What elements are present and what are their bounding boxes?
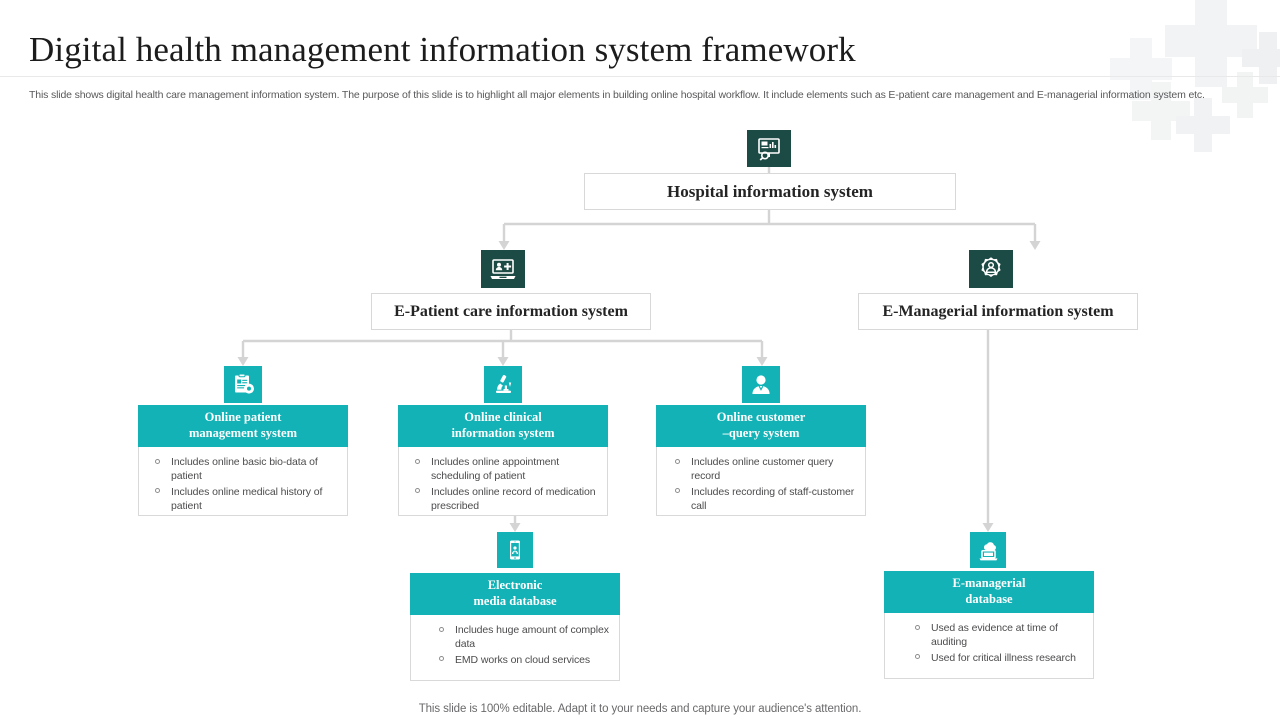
card-bullet-list: Includes online appointment scheduling o… <box>409 455 601 513</box>
card-title-line2: media database <box>473 593 557 608</box>
list-item: EMD works on cloud services <box>433 653 613 667</box>
card-online-patient-management-system[interactable]: Online patient management system Include… <box>138 405 348 516</box>
list-item-text: Includes online record of medication pre… <box>431 485 596 512</box>
gear-user-icon <box>969 250 1013 288</box>
presentation-chart-icon <box>747 130 791 167</box>
card-title-line2: information system <box>451 425 555 440</box>
bullet-icon <box>675 488 680 494</box>
card-title-line1: Online patient <box>204 410 282 424</box>
card-title-line2: database <box>965 591 1013 606</box>
card-bullet-list: Includes online customer query record In… <box>669 455 859 513</box>
list-item-text: Includes huge amount of complex data <box>455 624 609 651</box>
list-item-text: Includes recording of staff-customer cal… <box>691 485 855 512</box>
card-bullet-list: Includes huge amount of complex data EMD… <box>433 623 613 667</box>
microscope-icon <box>484 366 522 403</box>
page-subtitle: This slide shows digital health care man… <box>29 89 1205 101</box>
list-item: Includes recording of staff-customer cal… <box>669 485 859 514</box>
card-bullet-list: Includes online basic bio-data of patien… <box>149 455 341 513</box>
list-item-text: Includes online customer query record <box>691 456 834 483</box>
list-item: Includes online appointment scheduling o… <box>409 455 601 484</box>
card-body: Used as evidence at time of auditing Use… <box>884 613 1094 679</box>
card-body: Includes online customer query record In… <box>656 447 866 516</box>
list-item-text: Includes online basic bio-data of patien… <box>171 456 318 483</box>
card-body: Includes online appointment scheduling o… <box>398 447 608 516</box>
card-electronic-media-database[interactable]: Electronic media database Includes huge … <box>410 573 620 681</box>
list-item-text: EMD works on cloud services <box>455 653 591 666</box>
card-title-line1: Online clinical <box>464 410 542 424</box>
bullet-icon <box>915 624 920 630</box>
laptop-patient-icon <box>481 250 525 288</box>
list-item: Includes online medical history of patie… <box>149 485 341 514</box>
card-emanagerial-database[interactable]: E-managerial database Used as evidence a… <box>884 571 1094 679</box>
list-item: Used for critical illness research <box>909 651 1087 665</box>
bullet-icon <box>439 656 444 662</box>
card-title-line1: Online customer <box>716 410 806 424</box>
list-item: Includes huge amount of complex data <box>433 623 613 652</box>
list-item-text: Used for critical illness research <box>931 651 1076 664</box>
page-title: Digital health management information sy… <box>29 30 856 69</box>
bullet-icon <box>415 488 420 494</box>
card-title-line1: E-managerial <box>952 576 1026 590</box>
mobile-phone-icon <box>497 532 533 568</box>
title-divider <box>0 76 1280 77</box>
card-online-clinical-information-system[interactable]: Online clinical information system Inclu… <box>398 405 608 516</box>
card-title: Online patient management system <box>138 405 348 447</box>
list-item: Includes online customer query record <box>669 455 859 484</box>
bullet-icon <box>415 458 420 464</box>
bullet-icon <box>675 458 680 464</box>
card-title: Online clinical information system <box>398 405 608 447</box>
bullet-icon <box>155 488 160 494</box>
card-title-line2: management system <box>189 425 297 440</box>
list-item-text: Includes online appointment scheduling o… <box>431 456 560 483</box>
list-item: Includes online basic bio-data of patien… <box>149 455 341 484</box>
card-title-line1: Electronic <box>487 578 543 592</box>
card-title: Electronic media database <box>410 573 620 615</box>
list-item: Includes online record of medication pre… <box>409 485 601 514</box>
list-item-text: Includes online medical history of patie… <box>171 485 323 512</box>
card-body: Includes huge amount of complex data EMD… <box>410 615 620 681</box>
card-title: E-managerial database <box>884 571 1094 613</box>
card-bullet-list: Used as evidence at time of auditing Use… <box>909 621 1087 665</box>
cloud-laptop-icon <box>970 532 1006 568</box>
node-emanagerial-information-system[interactable]: E-Managerial information system <box>858 293 1138 330</box>
node-hospital-information-system[interactable]: Hospital information system <box>584 173 956 210</box>
user-avatar-icon <box>742 366 780 403</box>
card-body: Includes online basic bio-data of patien… <box>138 447 348 516</box>
list-item: Used as evidence at time of auditing <box>909 621 1087 650</box>
node-epatient-care-information-system[interactable]: E-Patient care information system <box>371 293 651 330</box>
bullet-icon <box>155 458 160 464</box>
card-online-customer-query-system[interactable]: Online customer –query system Includes o… <box>656 405 866 516</box>
list-item-text: Used as evidence at time of auditing <box>931 622 1058 649</box>
bullet-icon <box>439 626 444 632</box>
card-title: Online customer –query system <box>656 405 866 447</box>
clipboard-report-icon <box>224 366 262 403</box>
footer-note: This slide is 100% editable. Adapt it to… <box>418 703 862 715</box>
card-title-line2: –query system <box>722 425 800 440</box>
bullet-icon <box>915 654 920 660</box>
